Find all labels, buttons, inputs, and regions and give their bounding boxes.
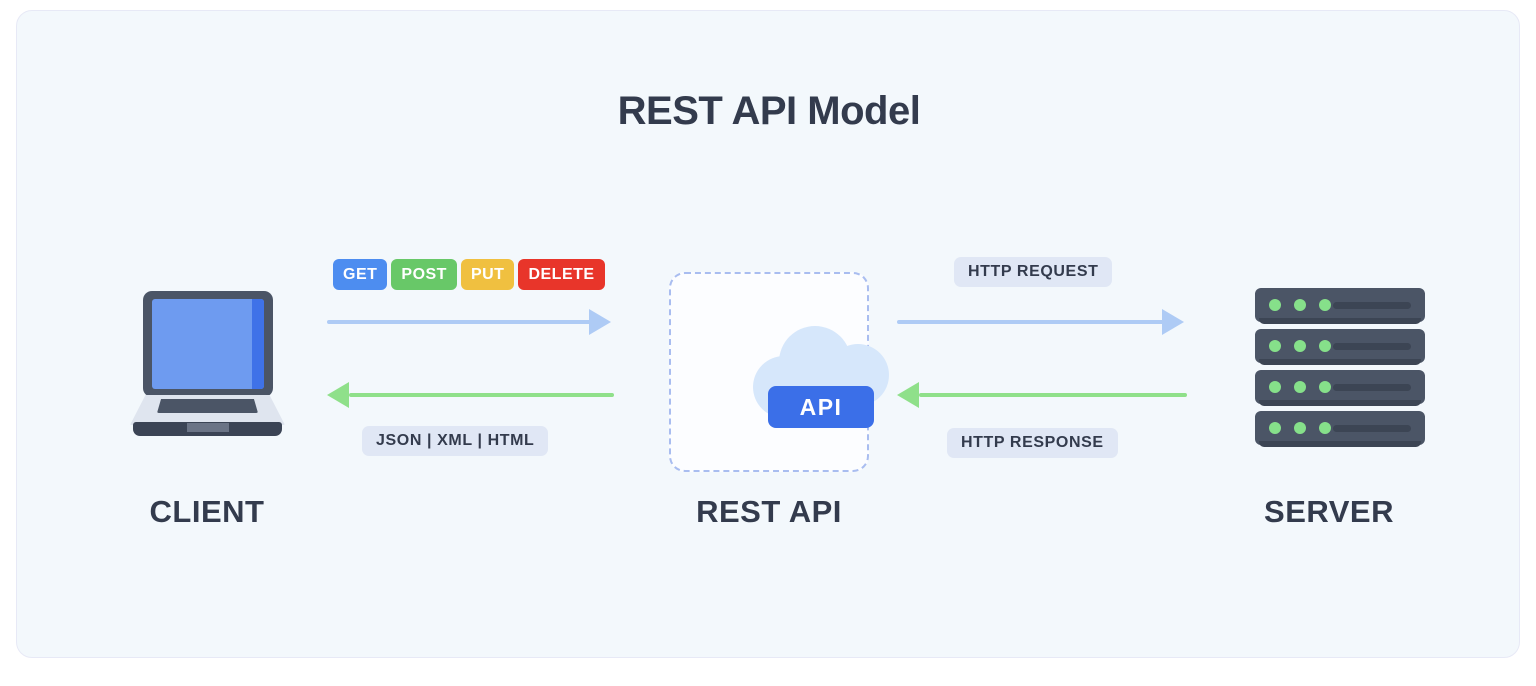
arrow-line [327,320,592,324]
arrow-line [349,393,614,397]
server-led [1269,299,1281,311]
method-badge-put[interactable]: PUT [460,259,515,290]
rack-shadow [1259,441,1421,447]
laptop-screen [152,299,264,389]
server-led [1269,422,1281,434]
arrow-client-to-api [327,309,617,335]
rack-shadow [1259,400,1421,406]
server-bar [1333,302,1411,309]
arrow-head-left [897,382,919,408]
arrow-head-right [1162,309,1184,335]
rest-api-label: REST API [696,494,842,529]
client-response-format-label: JSON | XML | HTML [362,426,549,456]
server-led [1319,340,1331,352]
arrow-head-right [589,309,611,335]
server-led [1319,381,1331,393]
method-badge-delete[interactable]: DELETE [518,259,605,290]
server-led [1319,299,1331,311]
server-bar [1333,425,1411,432]
server-rack-icon [1255,288,1425,447]
rest-api-boundary: API [669,272,889,472]
arrow-line [897,320,1165,324]
server-led [1319,422,1331,434]
http-request-label: HTTP REQUEST [954,257,1113,287]
api-badge: API [768,386,874,428]
rack-shadow [1259,359,1421,365]
server-bar [1333,343,1411,350]
rack-shadow [1259,318,1421,324]
server-led [1269,381,1281,393]
server-led [1294,381,1306,393]
server-led [1294,340,1306,352]
server-led [1269,340,1281,352]
http-response-label: HTTP RESPONSE [947,428,1118,458]
laptop-lid [143,291,273,397]
server-label: SERVER [1264,494,1394,529]
laptop-icon [130,291,285,436]
server-led [1294,422,1306,434]
laptop-touchpad [187,423,229,432]
arrow-api-to-client [327,382,617,408]
arrow-api-to-server [897,309,1197,335]
server-led [1294,299,1306,311]
arrow-head-left [327,382,349,408]
laptop-keyboard [157,399,258,413]
server-bar [1333,384,1411,391]
diagram-card: REST API Model CLIENT API RE [16,10,1520,658]
method-badge-post[interactable]: POST [391,259,457,290]
arrow-server-to-api [897,382,1197,408]
laptop-screen-strip [252,299,264,389]
arrow-line [919,393,1187,397]
page-title: REST API Model [617,89,921,133]
client-label: CLIENT [149,494,265,529]
http-methods-group: GET POST PUT DELETE [333,259,605,290]
method-badge-get[interactable]: GET [333,259,388,290]
